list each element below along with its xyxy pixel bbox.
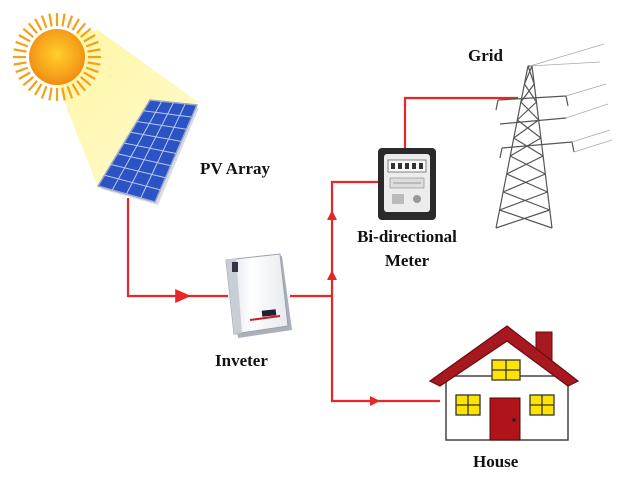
sun-icon <box>13 13 101 101</box>
pv-array-label: PV Array <box>200 159 271 178</box>
solar-panel-icon <box>96 99 199 205</box>
meter-label-line2: Meter <box>384 251 430 270</box>
wire-pv-to-inverter <box>126 198 228 298</box>
wire-meter-to-grid <box>403 96 518 148</box>
electric-meter-icon <box>378 148 436 220</box>
inverter-icon <box>225 253 292 338</box>
inverter-label: Inveter <box>215 351 268 370</box>
house-icon <box>428 325 580 441</box>
house-label: House <box>473 452 519 471</box>
wire-junction-to-meter <box>330 180 378 296</box>
meter-label-line1: Bi-directional <box>357 227 457 246</box>
transmission-tower-icon <box>495 43 613 229</box>
wire-junction-to-house <box>330 296 440 403</box>
wiring <box>126 96 518 403</box>
flow-arrows <box>176 210 380 406</box>
grid-label: Grid <box>468 46 503 65</box>
